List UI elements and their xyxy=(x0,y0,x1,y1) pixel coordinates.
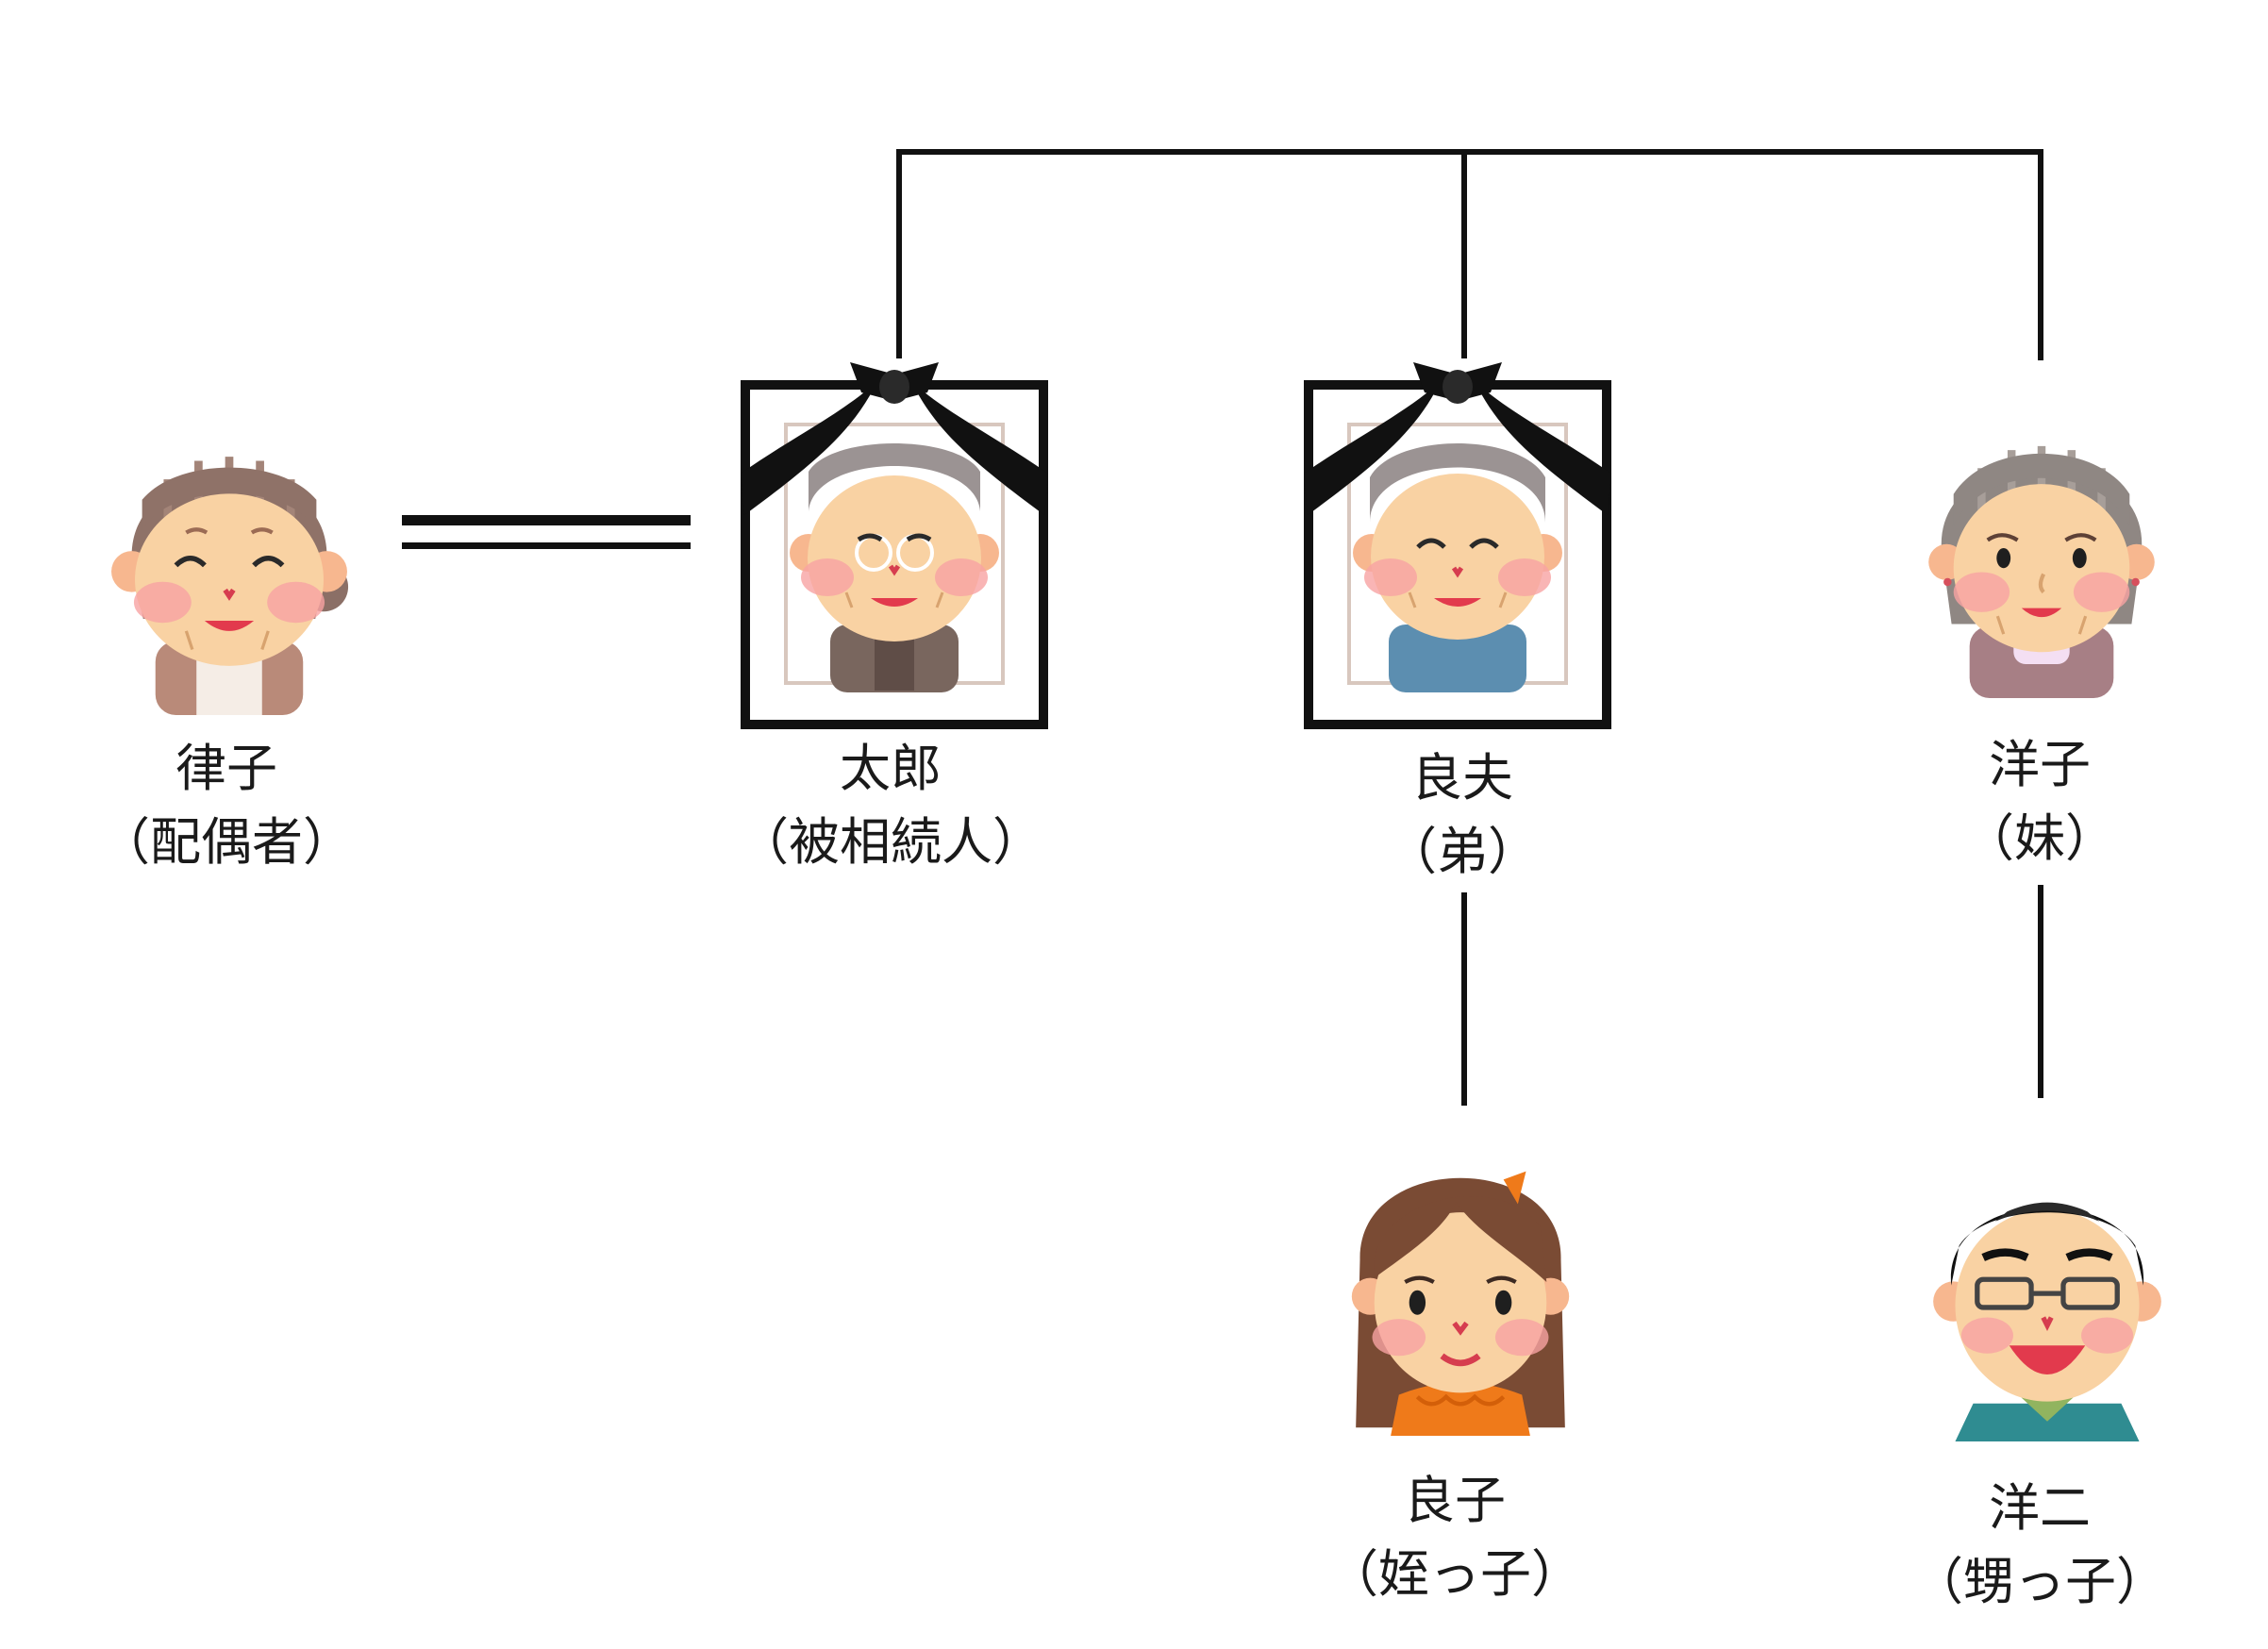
yoshiko-name: 良子 xyxy=(1404,1471,1506,1530)
marriage-line-top xyxy=(402,515,691,525)
yoko-avatar xyxy=(1911,398,2172,698)
ritsuko-role: （配偶者） xyxy=(99,812,354,872)
yoko-name: 洋子 xyxy=(1989,735,2091,794)
memorial-portrait-elderly-man-icon xyxy=(1304,362,1611,729)
elderly-woman-icon xyxy=(1928,445,2155,698)
yoshio-memorial-frame xyxy=(1304,355,1611,732)
taro-drop xyxy=(896,149,902,358)
yoshio-label: 良夫 （弟） xyxy=(1386,741,1539,889)
yoko-label: 洋子 （妹） xyxy=(1963,728,2116,875)
memorial-portrait-elderly-man-icon xyxy=(741,362,1048,729)
ritsuko-label: 律子 （配偶者） xyxy=(99,732,354,879)
yoko-drop xyxy=(2038,149,2043,360)
marriage-line-bottom xyxy=(402,542,691,549)
young-man-glasses-icon xyxy=(1933,1202,2161,1441)
ritsuko-name: 律子 xyxy=(175,739,277,798)
yoshiko-label: 良子 （姪っ子） xyxy=(1327,1464,1582,1611)
yoji-label: 洋二 （甥っ子） xyxy=(1912,1472,2167,1619)
young-woman-icon xyxy=(1351,1171,1570,1436)
yoji-avatar xyxy=(1917,1141,2177,1441)
yoshiko-avatar xyxy=(1326,1128,1594,1436)
sibling-bar xyxy=(896,149,2043,155)
yoji-name: 洋二 xyxy=(1989,1478,2091,1538)
yoshio-role: （弟） xyxy=(1386,822,1539,881)
taro-memorial-frame xyxy=(741,355,1048,732)
yoshio-drop xyxy=(1461,149,1467,358)
elderly-woman-icon xyxy=(111,457,349,715)
yoshio-name: 良夫 xyxy=(1411,748,1513,808)
taro-label: 太郎 （被相続人） xyxy=(738,732,1043,879)
yoji-role: （甥っ子） xyxy=(1912,1552,2167,1611)
taro-name: 太郎 xyxy=(840,739,942,798)
yoko-role: （妹） xyxy=(1963,808,2116,868)
yoshio-child-line xyxy=(1461,892,1467,1106)
yoshiko-role: （姪っ子） xyxy=(1327,1544,1582,1604)
yoko-child-line xyxy=(2038,885,2043,1098)
ritsuko-avatar xyxy=(92,408,366,715)
taro-role: （被相続人） xyxy=(738,812,1043,872)
